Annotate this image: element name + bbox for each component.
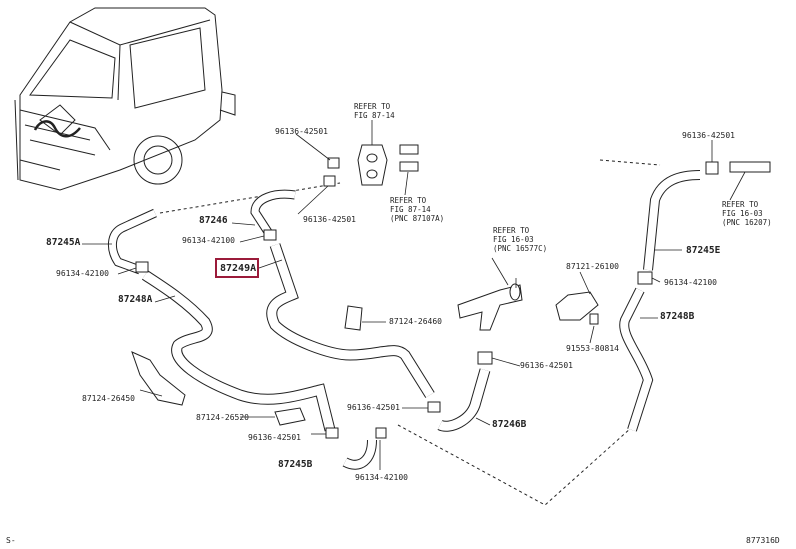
part-label-87245e[interactable]: 87245E [686,245,721,256]
vehicle-outline [14,7,236,191]
part-label-96134-42100-c[interactable]: 96134-42100 [355,473,408,482]
refer-note-line: REFER TO [354,102,391,111]
refer-note-fig-16-03-b[interactable]: REFER TO FIG 16-03 (PNC 16207) [722,200,772,227]
part-label-87249a: 87249A [220,263,257,274]
part-label-87245b[interactable]: 87245B [278,459,313,470]
refer-note-fig-16-03-a[interactable]: REFER TO FIG 16-03 (PNC 16577C) [493,226,547,253]
part-label-96134-42100-a[interactable]: 96134-42100 [56,269,109,278]
reference-lines [159,159,661,506]
part-label-96136-42501-c[interactable]: 96136-42501 [520,361,573,370]
part-label-96134-42100-d[interactable]: 96134-42100 [664,278,717,287]
pipe-fitting [729,161,771,173]
part-label-87245a[interactable]: 87245A [46,237,81,248]
refer-note-line: REFER TO [493,226,530,235]
grommet [357,144,419,186]
refer-note-line: FIG 87-14 [390,205,431,214]
part-label-96136-42501-e[interactable]: 96136-42501 [248,433,301,442]
refer-note-line: (PNC 16577C) [493,244,548,253]
refer-note-line: FIG 87-14 [354,111,395,120]
refer-note-line: REFER TO [722,200,759,209]
water-pipe [457,283,523,331]
corner-left-code: S- [6,536,16,545]
highlighted-part-87249a[interactable]: 87249A [215,258,259,278]
refer-note-fig-87-14-b[interactable]: REFER TO FIG 87-14 (PNC 87107A) [390,196,444,223]
refer-note-line: FIG 16-03 [493,235,534,244]
part-label-96136-42501-b[interactable]: 96136-42501 [303,215,356,224]
clamps [135,157,719,439]
refer-note-fig-87-14-a[interactable]: REFER TO FIG 87-14 [354,102,395,120]
refer-note-line: REFER TO [390,196,427,205]
refer-note-line: (PNC 16207) [722,218,772,227]
part-label-87248a[interactable]: 87248A [118,294,153,305]
part-label-96136-42501-a[interactable]: 96136-42501 [275,127,328,136]
part-label-87121-26100[interactable]: 87121-26100 [566,262,619,271]
part-label-87124-26450[interactable]: 87124-26450 [82,394,135,403]
part-label-91553-80814[interactable]: 91553-80814 [566,344,619,353]
part-label-96136-42501-f[interactable]: 96136-42501 [682,131,735,140]
refer-note-line: (PNC 87107A) [390,214,445,223]
vehicle-hose-route [33,120,81,138]
part-label-96136-42501-d[interactable]: 96136-42501 [347,403,400,412]
diagram-code: 877316D [746,536,780,545]
refer-note-line: FIG 16-03 [722,209,763,218]
part-label-87124-26520[interactable]: 87124-26520 [196,413,249,422]
leader-lines [82,120,746,470]
part-label-87246[interactable]: 87246 [199,215,228,226]
part-label-87124-26460[interactable]: 87124-26460 [389,317,442,326]
part-label-87246b[interactable]: 87246B [492,419,527,430]
brackets [131,291,599,426]
part-label-96134-42100-b[interactable]: 96134-42100 [182,236,235,245]
part-label-87248b[interactable]: 87248B [660,311,695,322]
